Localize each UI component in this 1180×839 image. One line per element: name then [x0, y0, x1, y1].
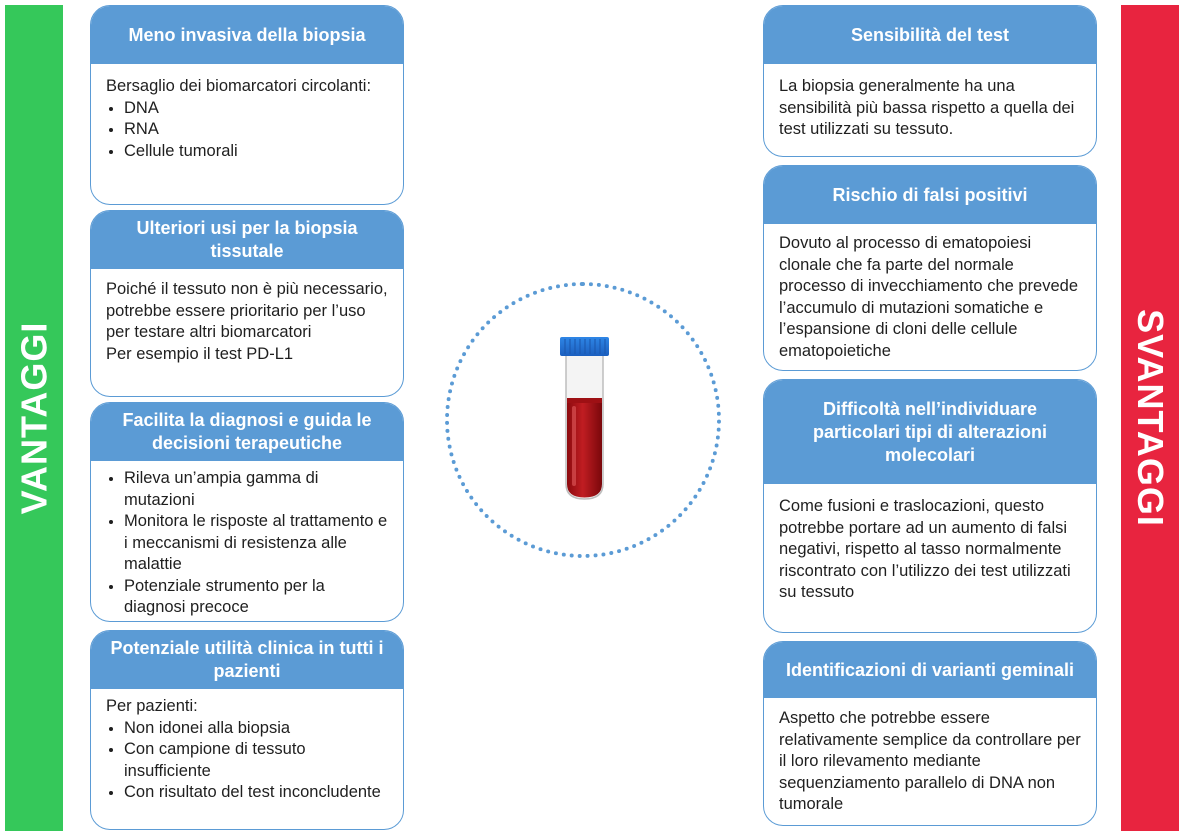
list-item: Con campione di tessuto insufficiente: [124, 739, 388, 782]
disadvantage-card-1-text: La biopsia generalmente ha una sensibili…: [779, 77, 1075, 138]
advantage-card-4-intro: Per pazienti:: [106, 697, 198, 715]
advantage-card-4-title: Potenziale utilità clinica in tutti i pa…: [91, 631, 403, 689]
list-item: Rileva un’ampia gamma di mutazioni: [124, 468, 388, 511]
advantage-card-1-intro: Bersaglio dei biomarcatori circolanti:: [106, 77, 372, 95]
list-item: Con risultato del test inconcludente: [124, 782, 388, 804]
advantage-card-3-list: Rileva un’ampia gamma di mutazioni Monit…: [106, 468, 388, 619]
disadvantage-card-4-text: Aspetto che potrebbe essere relativament…: [779, 709, 1081, 813]
disadvantage-card-3-text: Come fusioni e traslocazioni, questo pot…: [779, 497, 1071, 601]
advantage-card-4-body: Per pazienti: Non idonei alla biopsia Co…: [91, 689, 403, 804]
advantages-bar: VANTAGGI: [5, 5, 63, 831]
advantage-card-3-body: Rileva un’ampia gamma di mutazioni Monit…: [91, 461, 403, 619]
advantage-card-1-title: Meno invasiva della biopsia: [91, 6, 403, 64]
advantage-card-3: Facilita la diagnosi e guida le decision…: [90, 402, 404, 622]
disadvantage-card-3-title: Difficoltà nell’individuare particolari …: [764, 380, 1096, 484]
list-item: RNA: [124, 119, 388, 141]
advantage-card-1: Meno invasiva della biopsia Bersaglio de…: [90, 5, 404, 205]
disadvantage-card-2-body: Dovuto al processo di ematopoiesi clonal…: [764, 224, 1096, 362]
list-item: DNA: [124, 98, 388, 120]
advantage-card-2-line-1: Poiché il tessuto non è più necessario, …: [106, 280, 388, 341]
disadvantage-card-1-body: La biopsia generalmente ha una sensibili…: [764, 64, 1096, 141]
advantage-card-2-body: Poiché il tessuto non è più necessario, …: [91, 269, 403, 365]
advantage-card-4: Potenziale utilità clinica in tutti i pa…: [90, 630, 404, 830]
disadvantage-card-2-title: Rischio di falsi positivi: [764, 166, 1096, 224]
disadvantage-card-4: Identificazioni di varianti geminali Asp…: [763, 641, 1097, 826]
advantage-card-1-list: DNA RNA Cellule tumorali: [106, 98, 388, 163]
disadvantages-bar: SVANTAGGI: [1121, 5, 1179, 831]
list-item: Cellule tumorali: [124, 141, 388, 163]
list-item: Monitora le risposte al trattamento e i …: [124, 511, 388, 576]
disadvantage-card-4-body: Aspetto che potrebbe essere relativament…: [764, 698, 1096, 816]
list-item: Potenziale strumento per la diagnosi pre…: [124, 576, 388, 619]
advantage-card-1-body: Bersaglio dei biomarcatori circolanti: D…: [91, 64, 403, 162]
advantage-card-3-title: Facilita la diagnosi e guida le decision…: [91, 403, 403, 461]
list-item: Non idonei alla biopsia: [124, 718, 388, 740]
disadvantage-card-2-text: Dovuto al processo di ematopoiesi clonal…: [779, 234, 1079, 360]
disadvantage-card-2: Rischio di falsi positivi Dovuto al proc…: [763, 165, 1097, 371]
disadvantage-card-1: Sensibilità del test La biopsia generalm…: [763, 5, 1097, 157]
advantage-card-4-list: Non idonei alla biopsia Con campione di …: [106, 718, 388, 804]
advantage-card-2: Ulteriori usi per la biopsia tissutale P…: [90, 210, 404, 397]
disadvantage-card-3-body: Come fusioni e traslocazioni, questo pot…: [764, 484, 1096, 604]
center-circle: [445, 282, 721, 558]
disadvantage-card-3: Difficoltà nell’individuare particolari …: [763, 379, 1097, 633]
disadvantage-card-4-title: Identificazioni di varianti geminali: [764, 642, 1096, 698]
advantage-card-2-title: Ulteriori usi per la biopsia tissutale: [91, 211, 403, 269]
disadvantage-card-1-title: Sensibilità del test: [764, 6, 1096, 64]
advantage-card-2-line-2: Per esempio il test PD-L1: [106, 344, 294, 363]
